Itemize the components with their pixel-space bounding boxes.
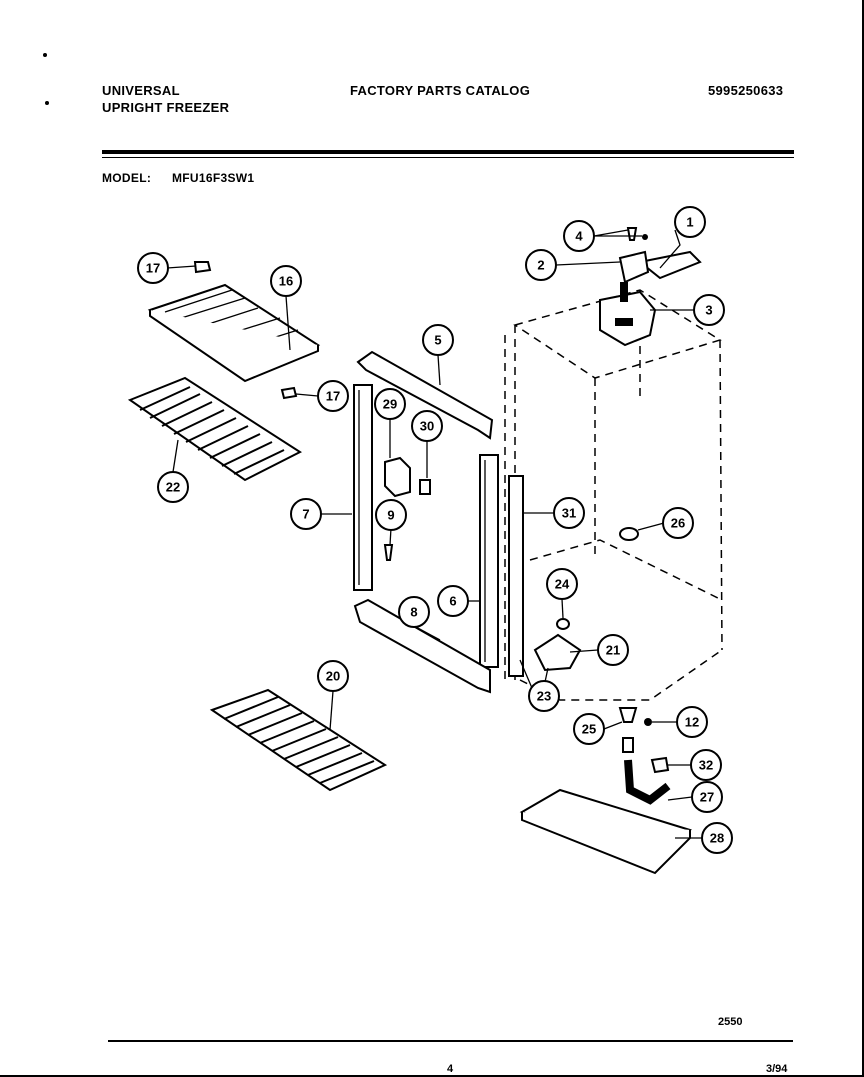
header-rule-thick: [102, 150, 794, 154]
callout-31: 31: [553, 497, 585, 529]
callout-2: 2: [525, 249, 557, 281]
callout-1: 1: [674, 206, 706, 238]
svg-text:29: 29: [383, 397, 397, 412]
drain-tube-part: [624, 759, 671, 805]
svg-text:12: 12: [685, 715, 699, 730]
callout-30: 30: [411, 410, 443, 442]
screw-lower-part: [280, 386, 298, 400]
callout-26: 26: [662, 507, 694, 539]
svg-text:23: 23: [537, 689, 551, 704]
svg-text:1: 1: [686, 215, 693, 230]
callout-25: 25: [573, 713, 605, 745]
callout-32: 32: [690, 749, 722, 781]
callout-29: 29: [374, 388, 406, 420]
model-value: MFU16F3SW1: [172, 171, 255, 185]
gasket-right-part: [479, 454, 499, 668]
svg-text:9: 9: [387, 508, 394, 523]
callout-4: 4: [563, 220, 595, 252]
date-code: 3/94: [766, 1063, 788, 1075]
drain-bracket-part: [533, 633, 582, 672]
screw-top-part: [193, 261, 212, 274]
top-panel-part: [147, 283, 321, 383]
callout-9: 9: [375, 499, 407, 531]
callout-28: 28: [701, 822, 733, 854]
svg-text:28: 28: [710, 831, 724, 846]
svg-text:17: 17: [326, 389, 340, 404]
brand-line-2: UPRIGHT FREEZER: [102, 100, 230, 115]
gasket-left-part: [353, 384, 373, 591]
callout-27: 27: [691, 781, 723, 813]
callout-3: 3: [693, 294, 725, 326]
callout-12: 12: [676, 706, 708, 738]
svg-text:5: 5: [434, 333, 441, 348]
shelf-upper-part: [127, 376, 303, 482]
drawing-number: 2550: [718, 1016, 743, 1028]
svg-text:7: 7: [302, 507, 309, 522]
hinge-top-part: [618, 250, 702, 284]
svg-text:31: 31: [562, 506, 576, 521]
drain-pan-part: [519, 788, 692, 875]
gasket-bottom-part: [353, 598, 491, 694]
callout-17-lower: 17: [317, 380, 349, 412]
callout-16: 16: [270, 265, 302, 297]
svg-text:4: 4: [575, 229, 583, 244]
header-rule-thin: [102, 157, 794, 158]
callout-17-top: 17: [137, 252, 169, 284]
punch-mark: [43, 53, 47, 57]
svg-text:6: 6: [449, 594, 456, 609]
shelf-lower-part: [209, 688, 388, 792]
svg-text:8: 8: [410, 605, 417, 620]
model-label: MODEL:: [102, 171, 152, 185]
grommet-part: [619, 527, 639, 541]
svg-text:25: 25: [582, 722, 596, 737]
callout-22: 22: [157, 471, 189, 503]
svg-text:22: 22: [166, 480, 180, 495]
svg-text:16: 16: [279, 274, 293, 289]
small-screw-part: [383, 544, 394, 561]
screw-part: [626, 227, 648, 241]
clamp-part: [650, 756, 670, 774]
svg-text:24: 24: [555, 577, 570, 592]
callout-8: 8: [398, 596, 430, 628]
callout-24: 24: [546, 568, 578, 600]
svg-text:20: 20: [326, 669, 340, 684]
callout-5: 5: [422, 324, 454, 356]
svg-text:3: 3: [705, 303, 712, 318]
callout-6: 6: [437, 585, 469, 617]
svg-text:21: 21: [606, 643, 620, 658]
hinge-bracket-part: [599, 282, 657, 347]
gasket-top-part: [356, 350, 494, 440]
svg-text:32: 32: [699, 758, 713, 773]
clip-part: [556, 618, 570, 630]
divider-strip-part: [508, 475, 524, 677]
svg-text:17: 17: [146, 261, 160, 276]
callout-20: 20: [317, 660, 349, 692]
bracket-part: [419, 479, 431, 495]
catalog-title: FACTORY PARTS CATALOG: [350, 83, 531, 98]
drain-fitting-part: [618, 707, 652, 753]
svg-text:2: 2: [537, 258, 544, 273]
footer-rule: [108, 1040, 793, 1042]
svg-text:27: 27: [700, 790, 714, 805]
switch-part: [384, 456, 411, 498]
page-marker: 4: [447, 1063, 454, 1075]
callout-7: 7: [290, 498, 322, 530]
catalog-number: 5995250633: [708, 83, 784, 98]
callout-23: 23: [528, 680, 560, 712]
punch-mark: [45, 101, 49, 105]
leader-lines: [166, 229, 702, 839]
svg-text:30: 30: [420, 419, 434, 434]
brand-line-1: UNIVERSAL: [102, 83, 180, 98]
callout-21: 21: [597, 634, 629, 666]
svg-text:26: 26: [671, 516, 685, 531]
